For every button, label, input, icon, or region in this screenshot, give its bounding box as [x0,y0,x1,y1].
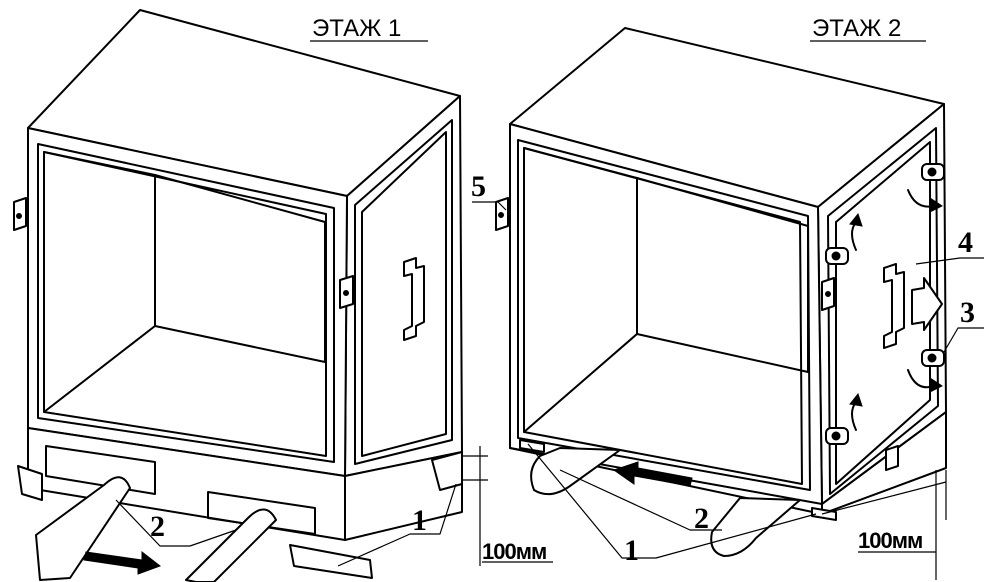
floor-1-interior-back [154,174,326,363]
floor-2-leader [915,257,984,265]
floor-2-rotate-arrowhead [849,392,863,407]
floor-1-support-foot [431,451,463,491]
floor-2-hinge-pin [498,212,504,218]
floor-1-fork-slot [45,445,156,495]
floor-2-latch [921,349,945,367]
floor-2-latch [825,247,849,265]
floor-2-side-door [827,127,939,495]
floor-2-dim-line [821,481,947,515]
floor-1-callout-1: 1 [412,504,427,537]
floor-1-interior-edge [43,325,156,413]
floor-1-fork-slot [207,491,316,535]
floor-1-side-door [354,119,453,465]
floor-2-callout-5: 5 [471,170,486,203]
floor-2-interior-edge [523,333,638,433]
floor-2-front-frame [517,139,811,491]
floor-2-callout-2: 2 [694,502,709,535]
floor-1-title: ЭТАЖ 1 [312,15,401,42]
floor-2-interior-back [636,177,809,373]
floor-1-dimension: 100мм [482,539,546,564]
floor-1-pallet-side [344,451,463,541]
floor-2-support-foot [519,439,545,453]
floor-1-front-opening [43,151,327,457]
floor-2-latch [921,163,945,181]
floor-1-door-handle [403,257,425,341]
floor-2-latch [825,427,849,445]
floor-2-leader [472,201,507,211]
floor-2-base-bracket [885,445,899,471]
floor-1-support-foot [289,544,373,579]
floor-1-support-foot [17,465,43,501]
floor-2-figure: ЭТАЖ 2 [471,15,984,580]
floor-2-callout-3: 3 [960,296,975,329]
floor-2-leader [527,443,817,559]
floor-1-leader [189,529,237,547]
floor-1-fork [35,476,131,581]
floor-2-direction-arrow [612,461,693,487]
floor-2-rotate-arrowhead [929,197,943,213]
floor-1-hinge-pin [16,213,22,219]
floor-1-direction-arrow [83,550,162,575]
floor-2-interior-edge [523,147,638,179]
floor-2-hinge-pin [825,291,831,297]
floor-1-leader [115,499,190,547]
floor-1-front-frame [37,143,335,463]
floor-2-open-arrow [911,277,943,331]
floor-2-fork [530,447,621,496]
floor-2-door-handle [883,263,905,349]
floor-2-leader [943,327,984,353]
floor-2-leader [559,469,722,531]
floor-2-callout-1: 1 [624,534,639,567]
floor-2-rotate-arrowhead [849,212,863,227]
floor-1-figure: ЭТАЖ 1 [13,9,553,582]
floor-1-fork [185,508,277,582]
floor-1-leader [337,483,457,567]
floor-2-side-door-inner [835,141,931,485]
floor-2-dimension: 100мм [858,528,922,553]
floor-1-interior-edge [43,151,156,176]
floor-2-callout-4: 4 [958,226,973,259]
floor-1-hinge-pin [343,290,349,296]
floor-2-title: ЭТАЖ 2 [812,15,901,42]
floor-2-rotate-arrowhead [929,377,943,393]
floor-2-fork [710,497,801,557]
floor-1-side-door-inner [361,131,447,457]
floor-1-callout-2: 2 [150,510,165,543]
